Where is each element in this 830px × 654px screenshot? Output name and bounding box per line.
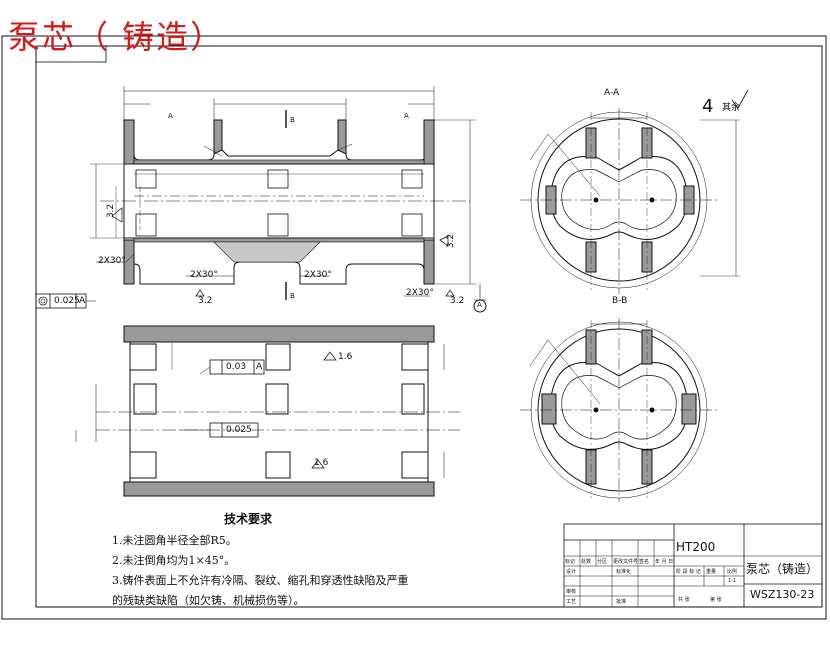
runout-value: 0.025	[54, 296, 80, 306]
drawing-number: WSZ130-23	[750, 588, 815, 601]
requirement-4: 的残缺类缺陷（如欠铸、机械损伤等）。	[112, 594, 305, 607]
roughness-left: 3.2	[106, 203, 117, 219]
flatness-value: 0.025	[226, 425, 252, 435]
rev-header-3: 更改文件号	[613, 559, 639, 565]
title-block	[563, 523, 823, 608]
requirement-1: 1.未注圆角半径全部R5。	[112, 534, 237, 547]
chamfer-note-4: 2X30°	[406, 288, 434, 298]
perpendicularity-value: 0.03	[226, 362, 247, 372]
rev-header-5: 年 月 日	[655, 559, 674, 565]
material-label: HT200	[676, 540, 716, 554]
corner-box	[35, 45, 107, 63]
weight-header: 重量	[706, 569, 717, 575]
section-mark-a-right: A	[404, 112, 409, 120]
roughness-bottom-left: 3.2	[198, 296, 213, 306]
rev-header-4: 签名	[639, 559, 650, 565]
chamfer-note-1: 2X30°	[98, 256, 126, 266]
drawing-title: 泵芯（ 铸造）	[8, 18, 225, 56]
role-design: 设计	[566, 569, 577, 575]
inner-frame	[35, 45, 823, 608]
sheet-number: 第 张	[710, 597, 722, 603]
surface-finish-grade: 4	[702, 96, 714, 117]
stage-header: 阶 段 标 记	[676, 569, 701, 575]
role-process: 工艺	[566, 599, 577, 605]
surface-finish-rest: 其余	[722, 103, 741, 113]
datum-label: A	[477, 301, 482, 309]
role-standard: 标准化	[616, 569, 632, 575]
front-view-upper	[90, 86, 487, 313]
rev-header-1: 处数	[581, 559, 592, 565]
section-bb-label: B-B	[612, 296, 628, 306]
section-aa-label: A-A	[604, 88, 620, 98]
roughness-lower-1: 1.6	[338, 352, 353, 362]
role-review: 审核	[566, 589, 577, 595]
requirements-title: 技术要求	[224, 512, 273, 526]
roughness-lower-2: 1.6	[314, 458, 329, 468]
outer-frame	[1, 35, 827, 620]
section-mark-b-top: B	[290, 116, 295, 124]
scale-header: 比例	[727, 569, 738, 575]
section-aa-view	[520, 108, 740, 294]
perpendicularity-datum: A	[256, 362, 263, 372]
rev-header-2: 分区	[597, 559, 608, 565]
roughness-bottom-right: 3.2	[450, 296, 465, 306]
section-mark-b-bottom: B	[290, 292, 295, 300]
section-bb-view	[520, 318, 718, 502]
role-approve: 批准	[616, 599, 627, 605]
chamfer-note-3: 2X30°	[304, 270, 332, 280]
sheet-count: 共 张	[678, 597, 690, 603]
chamfer-note-2: 2X30°	[190, 270, 218, 280]
requirement-3: 3.铸件表面上不允许有冷隔、裂纹、缩孔和穿透性缺陷及严重	[112, 574, 409, 587]
section-mark-a-left: A	[168, 112, 173, 120]
front-view-lower	[75, 325, 460, 497]
requirement-2: 2.未注倒角均为1×45°。	[112, 554, 236, 567]
scale-value: 1:1	[728, 578, 737, 584]
roughness-right: 3.2	[446, 233, 457, 249]
rev-header-0: 标记	[565, 559, 576, 565]
part-name: 泵芯（铸造）	[746, 562, 819, 576]
runout-datum: A	[79, 296, 86, 306]
